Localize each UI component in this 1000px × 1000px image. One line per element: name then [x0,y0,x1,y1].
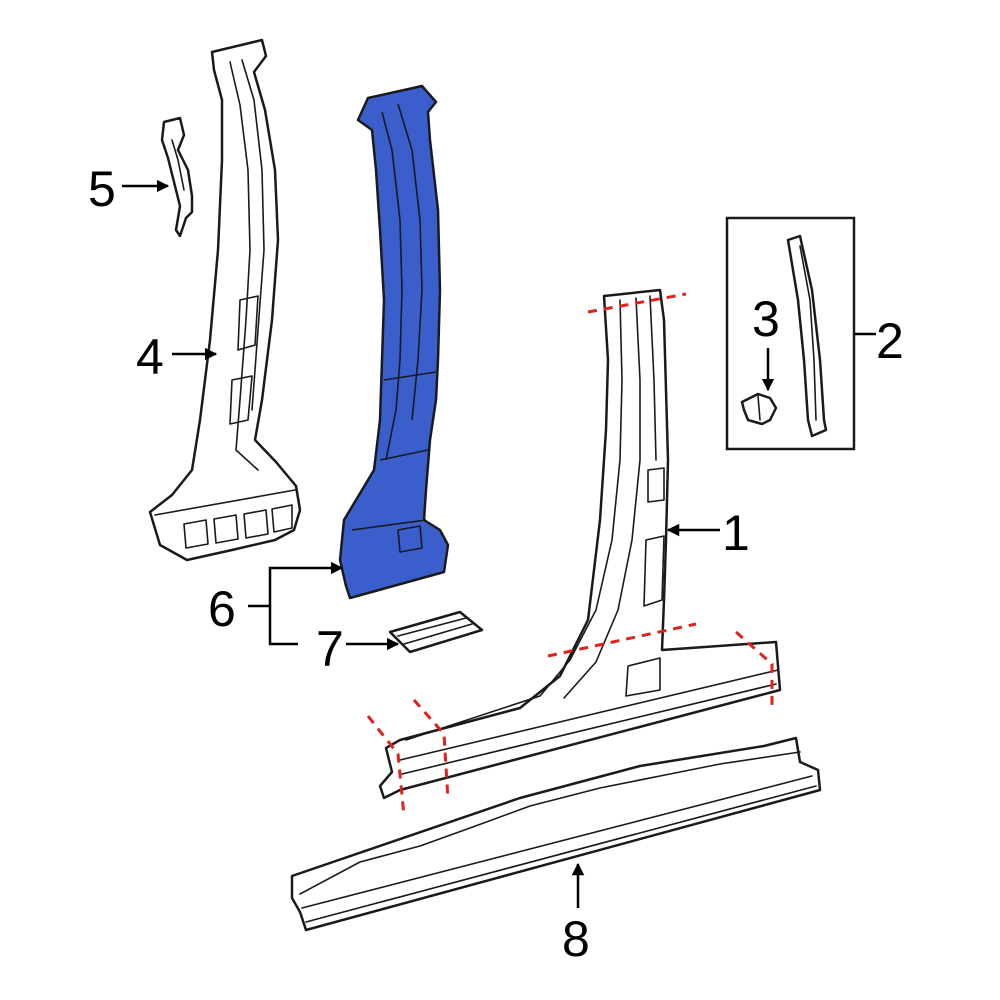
callout-1[interactable]: 1 [722,505,750,561]
cut-line-4 [366,715,406,817]
part-1-pillar-rocker[interactable] [378,288,782,800]
part-2-molding[interactable] [786,234,828,438]
callout-8[interactable]: 8 [562,911,590,967]
part-6-pillar-reinforcement[interactable] [338,84,450,600]
callouts: 1 2 3 4 5 6 7 8 [88,161,904,967]
cut-lines [366,292,774,817]
callout-4[interactable]: 4 [136,329,164,385]
leader-lines [122,179,876,908]
cut-line-3 [735,630,774,706]
callout-2[interactable]: 2 [876,313,904,369]
callout-7[interactable]: 7 [316,621,344,677]
leader-6 [248,561,344,608]
cut-line-1 [587,292,687,314]
callout-5[interactable]: 5 [88,161,116,217]
leader-6b [268,606,298,646]
part-5-bracket[interactable] [160,116,194,238]
callout-6[interactable]: 6 [208,581,236,637]
part-7-plate[interactable] [388,610,484,654]
part-8-rocker-reinforcement[interactable] [290,736,822,932]
inset-frame [725,216,856,451]
part-4-pillar-outer[interactable] [148,38,302,562]
callout-3[interactable]: 3 [752,291,780,347]
part-3-clip[interactable] [740,392,778,426]
